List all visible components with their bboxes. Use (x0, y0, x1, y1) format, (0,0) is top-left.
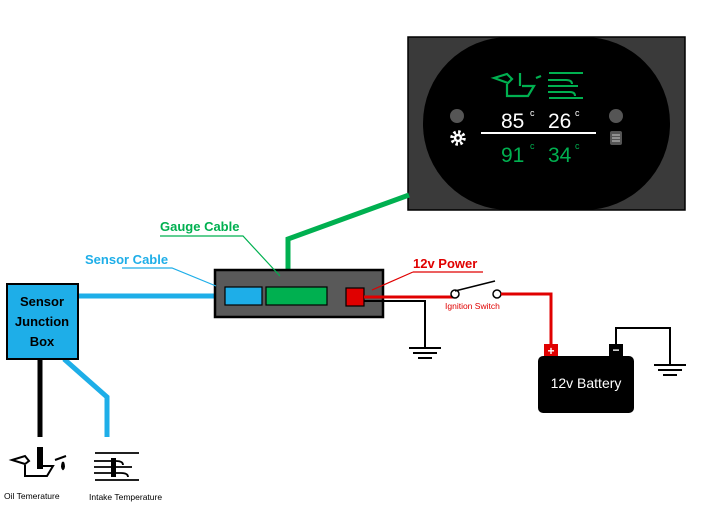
battery-label: 12v Battery (551, 375, 622, 391)
menu-icon[interactable] (610, 131, 622, 145)
gauge-bottom-right-unit: c (575, 141, 580, 151)
junction-label-line1: Sensor (20, 294, 64, 309)
gauge-unit: 85 c 26 c 91 c 34 c (407, 36, 686, 211)
power-port (345, 287, 365, 307)
power-leader (371, 271, 414, 291)
gauge-cable-leader (160, 235, 281, 277)
ignition-switch-label: Ignition Switch (445, 301, 500, 311)
hub-ground-symbol-icon (409, 347, 441, 359)
intake-temperature-icon (94, 452, 139, 481)
gear-icon[interactable] (450, 130, 466, 146)
intake-temp-label: Intake Temperature (89, 492, 162, 502)
battery-positive-terminal (544, 344, 558, 357)
power-wire-to-battery (501, 292, 553, 352)
screen-oil-icon (490, 72, 542, 98)
intake-sensor-cable (62, 357, 110, 437)
power-label: 12v Power (413, 256, 477, 271)
battery-plus-sign: + (547, 344, 554, 358)
gauge-top-left-unit: c (530, 108, 535, 118)
battery-negative-terminal (609, 344, 623, 357)
sensor-cable-leader (122, 267, 217, 287)
battery-minus-sign: − (612, 343, 619, 357)
oil-can-icon (8, 447, 67, 477)
control-hub (213, 268, 385, 319)
gauge-cable-label: Gauge Cable (160, 219, 239, 234)
gauge-bottom-left-value: 91 (501, 144, 524, 167)
gauge-port (265, 286, 328, 306)
sensor-cable-label: Sensor Cable (85, 252, 168, 267)
hub-ground-wire (364, 300, 426, 348)
switch-contact-left (450, 289, 460, 299)
left-gauge-button[interactable] (450, 109, 464, 123)
switch-lever (454, 280, 496, 292)
battery-ground-symbol-icon (654, 364, 686, 376)
oil-temp-label: Oil Temerature (4, 491, 60, 501)
junction-label-line3: Box (30, 334, 55, 349)
gauge-top-right-value: 26 (548, 110, 571, 133)
sensor-port (224, 286, 263, 306)
battery-body (538, 356, 634, 413)
gauge-bottom-left-unit: c (530, 141, 535, 151)
junction-label-line2: Junction (15, 314, 69, 329)
battery-ground-wire (615, 327, 671, 365)
screen-intake-icon (548, 72, 583, 99)
gauge-top-right-unit: c (575, 108, 580, 118)
gauge-top-left-value: 85 (501, 110, 524, 133)
right-gauge-button[interactable] (609, 109, 623, 123)
gauge-bottom-right-value: 34 (548, 144, 572, 167)
battery: + − 12v Battery (538, 343, 634, 413)
sensor-junction-box (6, 283, 79, 360)
switch-contact-right (492, 289, 502, 299)
